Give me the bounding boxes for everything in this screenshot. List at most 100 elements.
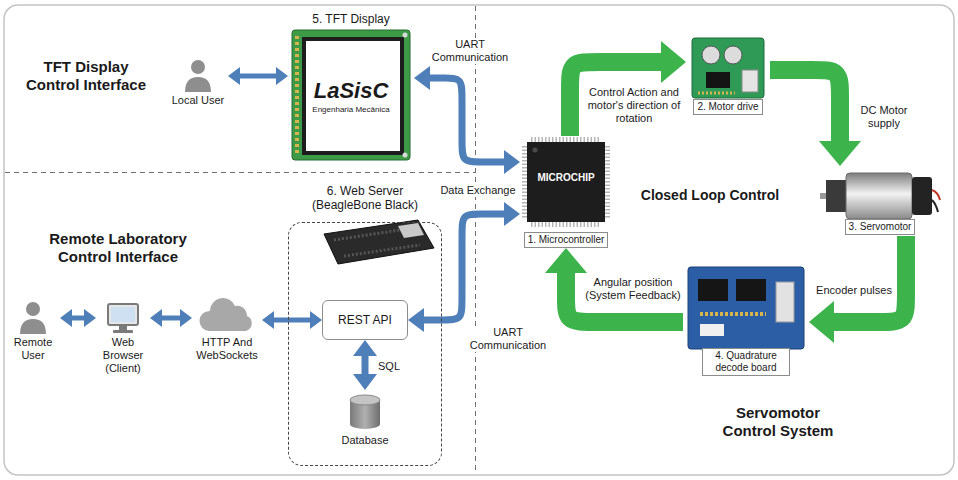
region-divider [5,172,475,173]
connector-arrow [362,355,369,375]
label-anchor: Data Exchange [438,180,518,198]
microcontroller-chip [531,222,601,227]
microcontroller-chip [527,142,605,222]
motor-drive-board [706,72,730,88]
user-icon [26,302,40,316]
user-node: Remote User [6,300,60,362]
quadrature-decoder-board [698,279,728,301]
label-anchor: Remote Laboratory Control Interface [40,230,196,266]
connector-arrow [71,316,85,321]
browser-icon [108,304,138,333]
web-server-group: 6. Web Server (BeagleBone Black) REST API… [288,182,442,466]
connector-arrow [833,236,906,322]
cloud-icon [199,298,251,331]
tft-display-node: 5. TFT DisplayLaSisCEngenharia Mecânica [288,12,414,164]
frame [4,5,954,475]
client-label: Web Browser (Client) [96,336,150,376]
region-divider [5,6,476,474]
edge-label: Control Action and motor's direction of … [584,86,684,126]
chip-marking: MICROCHIP [537,172,594,184]
label-anchor: Closed Loop Control [640,186,780,204]
quadrature-decoder-board [700,324,724,336]
motor-drive-board [724,46,742,64]
connector-arrow [423,214,505,320]
microcontroller-chip [525,140,608,225]
label-anchor: Control Action and motor's direction of … [584,86,684,126]
group-heading: 6. Web Server (BeagleBone Black) [305,184,425,213]
callout-label: 3. Servomotor [845,219,916,235]
browser-icon [111,307,135,322]
edge-label: Encoder pulses [816,284,892,297]
box-label: REST API [338,313,392,327]
database-node: Database [330,390,400,452]
protocol-label: HTTP And WebSockets [192,336,262,362]
quadrature-decoder-board [776,282,794,322]
user-label: Remote User [6,336,60,362]
label-anchor: UART Communication [430,38,510,65]
logo-subtitle: Engenharia Mecânica [312,105,389,115]
servomotor-picture [826,180,846,212]
process-box: REST API [322,300,408,340]
label-anchor: Angular position (System Feedback) [584,276,682,303]
motor-drive-board [692,38,764,98]
beaglebone-board [344,245,420,256]
beaglebone-board [324,220,434,264]
frame [4,5,954,475]
section-title: Remote Laboratory Control Interface [40,230,196,266]
section-title: Servomotor Control System [710,404,846,440]
label-anchor: TFT Display Control Interface [18,58,154,94]
user-icon [185,60,211,92]
motor-drive-board [698,92,735,95]
beaglebone-board [334,230,400,240]
microcontroller-chip [533,148,538,153]
section-title: TFT Display Control Interface [18,58,154,94]
motor-drive-board [692,38,764,98]
microcontroller-chip [522,146,527,218]
servomotor-picture [932,190,940,200]
browser-icon [108,304,138,325]
user-icon [191,60,205,74]
tft-display-board [403,33,408,38]
label-anchor: UART Communication [468,326,548,353]
region-divider [475,6,476,474]
cloud-icon [199,298,251,331]
edge-label: UART Communication [468,326,548,352]
servomotor-node: 3. Servomotor [818,166,942,236]
beaglebone-board [324,220,434,264]
microcontroller-node: 1. MicrocontrollerMICROCHIP [520,136,612,248]
quadrature-decoder-board [736,279,766,301]
connector-arrow [429,78,505,162]
motor-drive-board [702,46,720,64]
quadrature-decoder-board [688,267,804,349]
servomotor-picture [820,173,940,219]
servomotor-picture [820,193,826,199]
tft-display-board [295,36,299,154]
annotation-label: Data Exchange [440,184,515,197]
callout-label: 5. TFT Display [312,12,390,26]
section-title: Closed Loop Control [641,187,779,204]
connector-arrow [566,272,683,322]
edge-label: DC Motor supply [856,104,912,130]
cloud-node: HTTP And WebSockets [192,298,262,374]
microcontroller-chip [605,146,610,218]
microcontroller-chip [531,137,601,142]
connector-arrow [239,74,277,79]
user-icon [20,302,46,334]
browser-icon [113,330,133,333]
tft-display-board [403,153,408,158]
dashed-outline [288,222,442,466]
label-anchor: SQL [378,356,408,374]
label-anchor: Servomotor Control System [710,404,846,440]
motor-drive-board [742,70,758,92]
logo-text: LaSisC [314,78,389,104]
user-label: Local User [172,94,225,107]
microcontroller-chip [525,140,608,225]
browser-icon [119,325,127,330]
callout-label: 4. Quadrature decode board [702,348,790,376]
quadrature-decoder-board [700,312,766,316]
connector-arrow [161,316,181,321]
edge-label: UART Communication [430,38,510,64]
user-node: Local User [168,58,228,110]
